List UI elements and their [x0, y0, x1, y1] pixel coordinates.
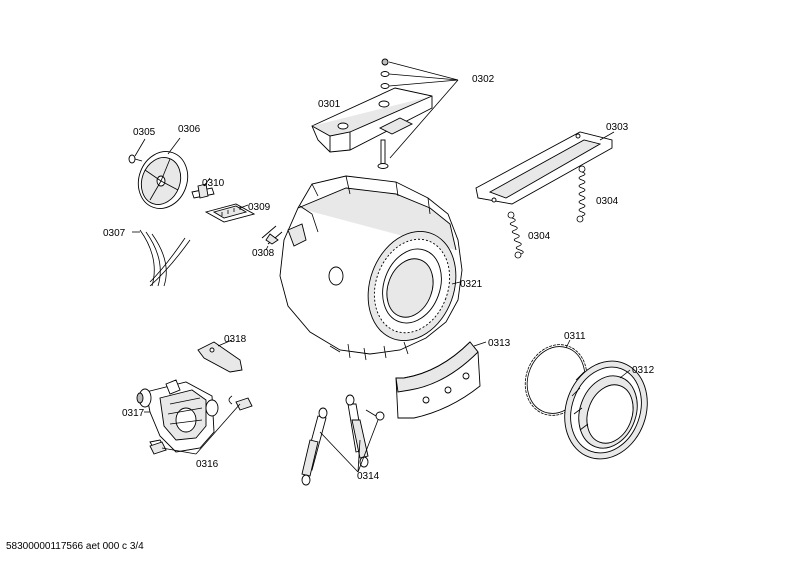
part-0314-shock-absorber-left — [301, 407, 328, 486]
label-0306: 0306 — [178, 124, 201, 135]
part-0307-belt — [132, 229, 191, 287]
label-0312: 0312 — [632, 365, 655, 376]
label-0303: 0303 — [606, 122, 629, 133]
part-0303-bracket — [475, 131, 615, 205]
part-0310-clip — [191, 177, 215, 199]
label-0317: 0317 — [122, 408, 145, 419]
label-0301: 0301 — [318, 99, 341, 110]
part-0318-bracket — [197, 339, 243, 373]
part-0302-fasteners — [377, 58, 459, 169]
part-0306-pulley — [137, 137, 189, 209]
label-0302: 0302 — [472, 74, 495, 85]
label-0314: 0314 — [357, 471, 380, 482]
label-0313: 0313 — [488, 338, 511, 349]
document-footer-id: 58300000117566 aet 000 c 3/4 — [6, 541, 144, 552]
part-0312-door-seal — [564, 360, 648, 460]
part-0321-tub — [279, 175, 463, 361]
label-0308: 0308 — [252, 248, 275, 259]
label-0318: 0318 — [224, 334, 247, 345]
label-0309: 0309 — [248, 202, 271, 213]
part-0313-front-weight — [395, 341, 487, 419]
part-0304-spring-left — [507, 211, 524, 259]
part-0308-sensor — [261, 225, 283, 251]
label-0310: 0310 — [202, 178, 225, 189]
label-0304-left: 0304 — [528, 231, 551, 242]
part-0314-shock-absorber-right — [345, 394, 369, 468]
part-0301-counterweight — [311, 87, 433, 153]
part-0316-brushes — [149, 395, 253, 455]
part-0309-connector — [204, 203, 256, 223]
part-0304-spring-right — [576, 165, 586, 223]
label-0305: 0305 — [133, 127, 156, 138]
label-0321: 0321 — [460, 279, 483, 290]
part-0314-screw — [319, 409, 385, 473]
label-0307: 0307 — [103, 228, 126, 239]
part-0305-screw — [128, 138, 146, 164]
label-0316: 0316 — [196, 459, 219, 470]
label-0311: 0311 — [564, 331, 586, 342]
part-0317-motor — [136, 379, 219, 453]
label-0304-right: 0304 — [596, 196, 619, 207]
